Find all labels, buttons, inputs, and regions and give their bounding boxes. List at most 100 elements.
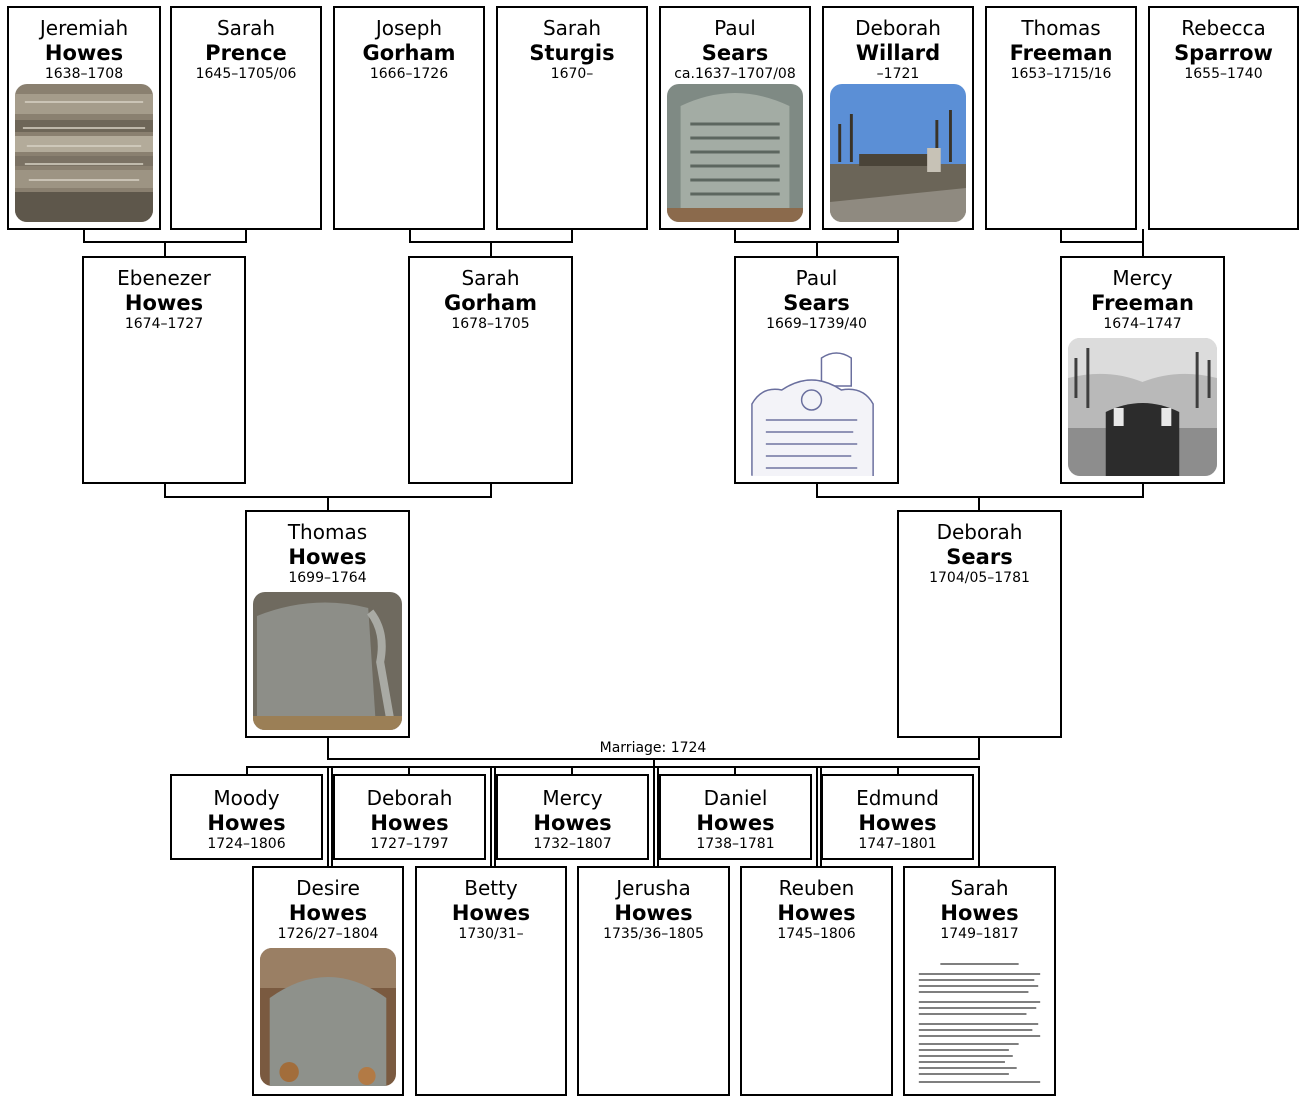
person-card[interactable]: Betty Howes 1730/31–	[415, 866, 567, 1096]
person-card[interactable]: Sarah Howes 1749–1817	[903, 866, 1056, 1096]
life-dates: 1699–1764	[288, 570, 367, 586]
first-name: Edmund	[856, 786, 939, 810]
first-name: Daniel	[703, 786, 768, 810]
last-name: Prence	[205, 41, 287, 65]
first-name: Deborah	[366, 786, 453, 810]
last-name: Howes	[451, 901, 531, 925]
life-dates: 1732–1807	[533, 836, 612, 852]
person-card[interactable]: Reuben Howes 1745–1806	[740, 866, 893, 1096]
person-card[interactable]: Mercy Freeman 1674–1747	[1060, 256, 1225, 484]
person-card[interactable]: Sarah Sturgis 1670–	[496, 6, 648, 230]
last-name: Howes	[207, 811, 286, 835]
marriage-label: Marriage: 1724	[560, 740, 746, 756]
person-card[interactable]: Ebenezer Howes 1674–1727	[82, 256, 246, 484]
last-name: Howes	[370, 811, 449, 835]
last-name: Howes	[124, 291, 204, 315]
life-dates: 1727–1797	[370, 836, 449, 852]
first-name: Paul	[795, 266, 838, 290]
person-card[interactable]: Jerusha Howes 1735/36–1805	[577, 866, 730, 1096]
gravestone-sketch	[742, 346, 891, 476]
first-name: Joseph	[375, 16, 443, 40]
person-card[interactable]: Mercy Howes 1732–1807	[496, 774, 649, 860]
first-name: Rebecca	[1181, 16, 1266, 40]
person-card[interactable]: Sarah Prence 1645–1705/06	[170, 6, 322, 230]
life-dates: 1666–1726	[369, 66, 449, 82]
life-dates: 1735/36–1805	[603, 926, 704, 942]
first-name: Mercy	[542, 786, 603, 810]
person-card[interactable]: Rebecca Sparrow 1655–1740	[1148, 6, 1299, 230]
person-card[interactable]: Paul Sears ca.1637–1707/08	[659, 6, 811, 230]
person-card[interactable]: Thomas Freeman 1653–1715/16	[985, 6, 1137, 230]
life-dates: 1669–1739/40	[766, 316, 867, 332]
first-name: Desire	[296, 876, 360, 900]
last-name: Sturgis	[529, 41, 615, 65]
person-card[interactable]: Paul Sears 1669–1739/40	[734, 256, 899, 484]
last-name: Freeman	[1091, 291, 1194, 315]
life-dates: –1721	[876, 66, 920, 82]
last-name: Howes	[696, 811, 775, 835]
last-name: Howes	[777, 901, 856, 925]
person-card[interactable]: Jeremiah Howes 1638–1708	[7, 6, 161, 230]
first-name: Ebenezer	[117, 266, 211, 290]
first-name: Sarah	[950, 876, 1009, 900]
first-name: Jeremiah	[39, 16, 129, 40]
person-card[interactable]: Desire Howes 1726/27–1804	[252, 866, 404, 1096]
first-name: Betty	[464, 876, 518, 900]
life-dates: 1730/31–	[458, 926, 524, 942]
first-name: Reuben	[778, 876, 855, 900]
first-name: Sarah	[216, 16, 276, 40]
life-dates: 1704/05–1781	[929, 570, 1030, 586]
first-name: Paul	[714, 16, 756, 40]
gravestone-photo	[260, 948, 396, 1086]
last-name: Sears	[701, 41, 769, 65]
first-name: Thomas	[1021, 16, 1101, 40]
person-card[interactable]: Joseph Gorham 1666–1726	[333, 6, 485, 230]
last-name: Sparrow	[1174, 41, 1273, 65]
last-name: Howes	[288, 901, 368, 925]
first-name: Mercy	[1112, 266, 1173, 290]
gravestone-photo	[253, 592, 402, 730]
life-dates: 1653–1715/16	[1010, 66, 1112, 82]
cemetery-photo	[1068, 338, 1217, 476]
person-card[interactable]: Deborah Howes 1727–1797	[333, 774, 486, 860]
gravestone-photo	[667, 84, 803, 222]
last-name: Sears	[946, 545, 1013, 569]
last-name: Gorham	[362, 41, 456, 65]
life-dates: ca.1637–1707/08	[674, 66, 796, 82]
last-name: Gorham	[443, 291, 538, 315]
life-dates: 1726/27–1804	[277, 926, 379, 942]
life-dates: 1749–1817	[940, 926, 1019, 942]
person-card[interactable]: Sarah Gorham 1678–1705	[408, 256, 573, 484]
person-card[interactable]: Thomas Howes 1699–1764	[245, 510, 410, 738]
life-dates: 1747–1801	[858, 836, 937, 852]
last-name: Howes	[858, 811, 937, 835]
person-card[interactable]: Deborah Sears 1704/05–1781	[897, 510, 1062, 738]
life-dates: 1678–1705	[451, 316, 530, 332]
person-card[interactable]: Deborah Willard –1721	[822, 6, 974, 230]
life-dates: 1655–1740	[1184, 66, 1263, 82]
gravestone-photo	[15, 84, 153, 222]
last-name: Howes	[614, 901, 693, 925]
person-card[interactable]: Daniel Howes 1738–1781	[659, 774, 812, 860]
life-dates: 1670–	[550, 66, 594, 82]
life-dates: 1745–1806	[777, 926, 856, 942]
person-card[interactable]: Moody Howes 1724–1806	[170, 774, 323, 860]
last-name: Freeman	[1009, 41, 1113, 65]
first-name: Deborah	[855, 16, 941, 40]
first-name: Jerusha	[616, 876, 691, 900]
last-name: Sears	[783, 291, 850, 315]
last-name: Howes	[288, 545, 367, 569]
person-card[interactable]: Edmund Howes 1747–1801	[821, 774, 974, 860]
life-dates: 1674–1747	[1103, 316, 1182, 332]
first-name: Thomas	[287, 520, 368, 544]
last-name: Willard	[855, 41, 941, 65]
first-name: Sarah	[461, 266, 520, 290]
cemetery-photo	[830, 84, 966, 222]
first-name: Sarah	[542, 16, 602, 40]
document-scan	[911, 958, 1048, 1090]
life-dates: 1674–1727	[124, 316, 204, 332]
last-name: Howes	[940, 901, 1019, 925]
first-name: Deborah	[936, 520, 1023, 544]
life-dates: 1638–1708	[44, 66, 124, 82]
first-name: Moody	[213, 786, 280, 810]
